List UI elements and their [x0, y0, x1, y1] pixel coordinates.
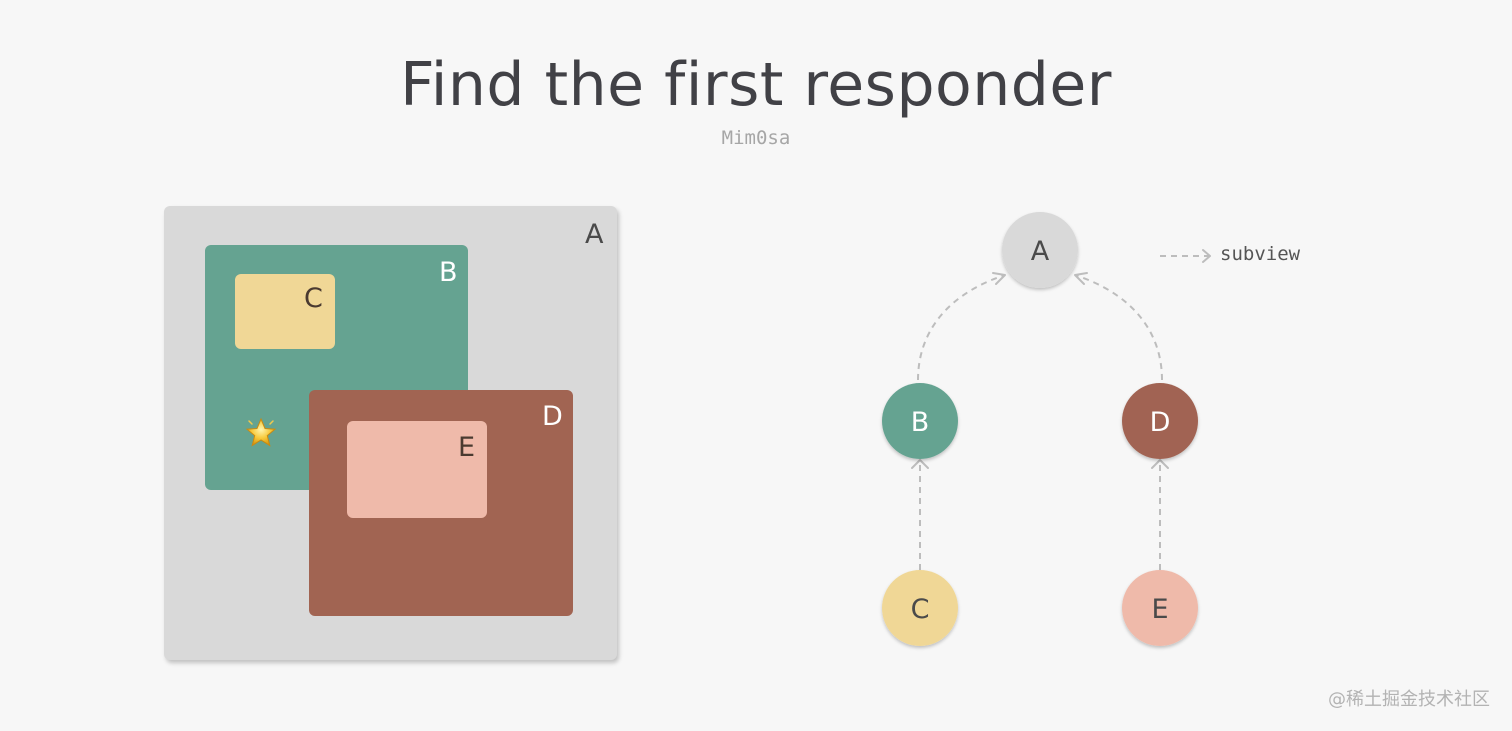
tree-node-d-label: D	[1150, 407, 1171, 438]
star-icon	[245, 417, 277, 447]
tree-node-d-circle	[1122, 383, 1198, 459]
tree-node-b-label: B	[911, 407, 930, 438]
tree-node-e-label: E	[1151, 594, 1168, 625]
edge-d-to-a	[1074, 274, 1163, 381]
tree-node-c	[882, 570, 958, 646]
view-c-label: C	[304, 283, 323, 314]
tree-node-e-circle	[1122, 570, 1198, 646]
edge-b-to-a	[917, 274, 1006, 381]
diagram-title: Find the first responder	[400, 50, 1112, 120]
tree-node-a-circle	[1002, 212, 1078, 288]
tree-node-c-label: C	[911, 594, 930, 625]
view-c: C	[235, 274, 335, 349]
arrowhead-e-to-d	[1151, 459, 1169, 469]
arrowhead-d-to-a	[1074, 272, 1088, 285]
watermark: @稀土掘金技术社区	[1328, 689, 1490, 710]
tree-node-b	[882, 383, 958, 459]
legend-subview-label: subview	[1220, 243, 1301, 265]
tree-node-d	[1122, 383, 1198, 459]
arrowhead-c-to-b	[911, 459, 929, 469]
legend-arrowhead	[1202, 249, 1211, 263]
view-a-label: A	[585, 219, 604, 250]
tree-node-b-circle	[882, 383, 958, 459]
author-label: Mim0sa	[721, 127, 791, 149]
tree-node-e	[1122, 570, 1198, 646]
view-e-label: E	[458, 432, 476, 463]
tree-node-c-circle	[882, 570, 958, 646]
tree-node-a	[1002, 212, 1078, 288]
arrowhead-b-to-a	[992, 272, 1006, 285]
view-e: E	[347, 421, 487, 518]
view-d-label: D	[542, 401, 563, 432]
view-b-label: B	[439, 257, 458, 288]
tree-node-a-label: A	[1031, 236, 1050, 267]
